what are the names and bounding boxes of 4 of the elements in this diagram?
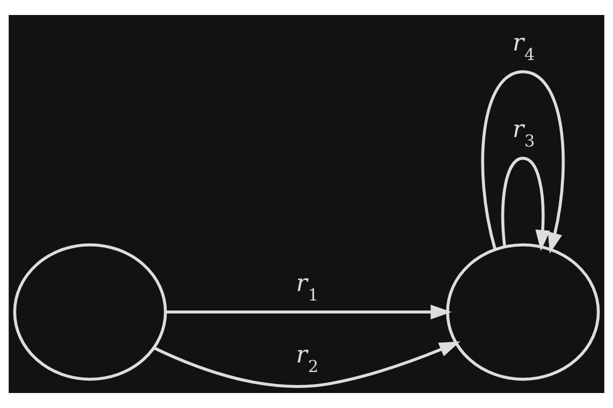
edge-label: r$_{1}$ <box>296 268 318 304</box>
edge-label: r$_{3}$ <box>512 115 535 151</box>
edge-label: r$_{2}$ <box>296 340 318 376</box>
edge-label: r$_{4}$ <box>512 28 535 64</box>
